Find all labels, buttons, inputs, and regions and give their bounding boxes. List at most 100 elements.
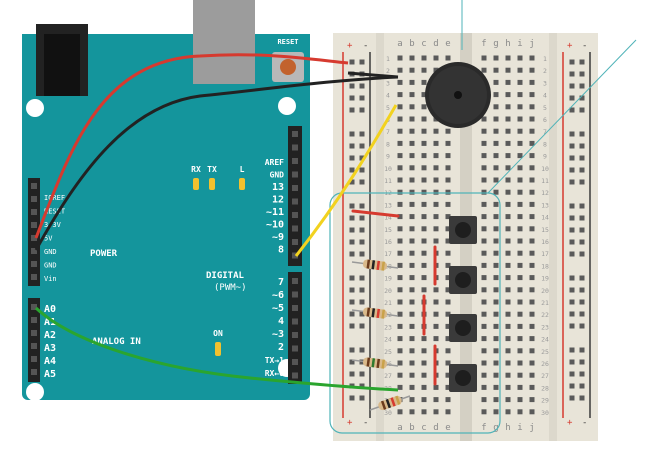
digital-header-pin — [292, 225, 298, 232]
breadboard-hole — [529, 397, 535, 403]
mounting-hole — [26, 383, 44, 401]
breadboard-hole — [481, 250, 487, 256]
push-button[interactable] — [449, 364, 477, 392]
row-number: 14 — [384, 214, 392, 222]
breadboard-hole — [421, 79, 427, 85]
breadboard-hole — [529, 104, 535, 110]
column-letter: a — [397, 39, 402, 49]
breadboard-hole — [409, 104, 415, 110]
breadboard-hole — [421, 55, 427, 61]
power-header-pin — [31, 222, 37, 228]
column-letter: a — [397, 423, 402, 433]
status-led — [193, 178, 199, 190]
breadboard-hole — [505, 397, 511, 403]
digital-pin-label: 8 — [278, 245, 284, 256]
rail-plus-left-bottom: + — [347, 418, 353, 428]
rail-hole — [359, 251, 365, 257]
button-section-highlight — [329, 192, 501, 434]
rail-hole — [359, 383, 365, 389]
breadboard-hole — [421, 262, 427, 268]
push-button[interactable] — [449, 314, 477, 342]
column-letter: h — [505, 423, 510, 433]
resistor — [351, 259, 399, 271]
digital-pin-label: ~9 — [272, 232, 284, 243]
rail-hole — [579, 287, 585, 293]
breadboard-hole — [517, 275, 523, 281]
analog-header-pin — [31, 343, 37, 349]
rail-hole — [579, 107, 585, 113]
row-number: 2 — [386, 67, 390, 75]
breadboard-hole — [433, 55, 439, 61]
column-letter: b — [409, 39, 414, 49]
analog-pin-label: A3 — [44, 343, 56, 354]
rail-hole — [359, 107, 365, 113]
rail-hole — [579, 275, 585, 281]
breadboard-hole — [445, 189, 451, 195]
breadboard-hole — [409, 409, 415, 415]
breadboard-hole — [493, 275, 499, 281]
breadboard-hole — [421, 238, 427, 244]
rail-hole — [349, 347, 355, 353]
breadboard-hole — [433, 189, 439, 195]
breadboard-hole — [445, 275, 451, 281]
digital-pin-label: ~10 — [266, 220, 284, 231]
breadboard-hole — [481, 116, 487, 122]
breadboard-hole — [529, 201, 535, 207]
rail-hole — [349, 59, 355, 65]
breadboard-hole — [397, 128, 403, 134]
breadboard-hole — [397, 214, 403, 220]
row-number: 7 — [543, 128, 547, 136]
breadboard-hole — [397, 238, 403, 244]
breadboard-hole — [481, 299, 487, 305]
breadboard-hole — [409, 153, 415, 159]
breadboard-hole — [505, 189, 511, 195]
breadboard-hole — [445, 299, 451, 305]
rail-hole — [579, 83, 585, 89]
power-header-pin — [31, 196, 37, 202]
breadboard-hole — [433, 214, 439, 220]
breadboard-hole — [409, 92, 415, 98]
breadboard-hole — [517, 92, 523, 98]
push-button[interactable] — [449, 266, 477, 294]
breadboard-hole — [529, 262, 535, 268]
breadboard-hole — [481, 323, 487, 329]
rail-hole — [579, 71, 585, 77]
breadboard-hole — [505, 214, 511, 220]
push-button[interactable] — [449, 216, 477, 244]
breadboard-hole — [445, 165, 451, 171]
rail-hole — [579, 95, 585, 101]
breadboard-hole — [433, 238, 439, 244]
breadboard-hole — [493, 214, 499, 220]
breadboard-hole — [433, 409, 439, 415]
rail-hole — [359, 287, 365, 293]
breadboard-hole — [505, 116, 511, 122]
row-number: 16 — [384, 238, 392, 246]
digital-header-pin — [292, 252, 298, 259]
power-header-pin — [31, 248, 37, 254]
status-led — [209, 178, 215, 190]
rail-hole — [569, 215, 575, 221]
breadboard-hole — [517, 116, 523, 122]
rail-hole — [569, 299, 575, 305]
breadboard-hole — [421, 104, 427, 110]
row-number: 30 — [541, 409, 549, 417]
resistor-band — [376, 308, 381, 319]
breadboard-hole — [505, 262, 511, 268]
breadboard-hole — [409, 397, 415, 403]
column-letter: j — [529, 423, 534, 433]
breadboard-hole — [505, 299, 511, 305]
row-number: 1 — [543, 55, 547, 63]
rail-hole — [349, 251, 355, 257]
breadboard-hole — [433, 397, 439, 403]
resistor-band — [390, 397, 396, 407]
breadboard-hole — [493, 153, 499, 159]
row-number: 16 — [541, 238, 549, 246]
digital-title: DIGITAL — [206, 271, 245, 281]
rail-hole — [349, 287, 355, 293]
breadboard-hole — [409, 201, 415, 207]
breadboard-hole — [409, 348, 415, 354]
breadboard-hole — [517, 67, 523, 73]
breadboard-hole — [481, 336, 487, 342]
row-number: 27 — [541, 372, 549, 380]
rail-hole — [579, 203, 585, 209]
